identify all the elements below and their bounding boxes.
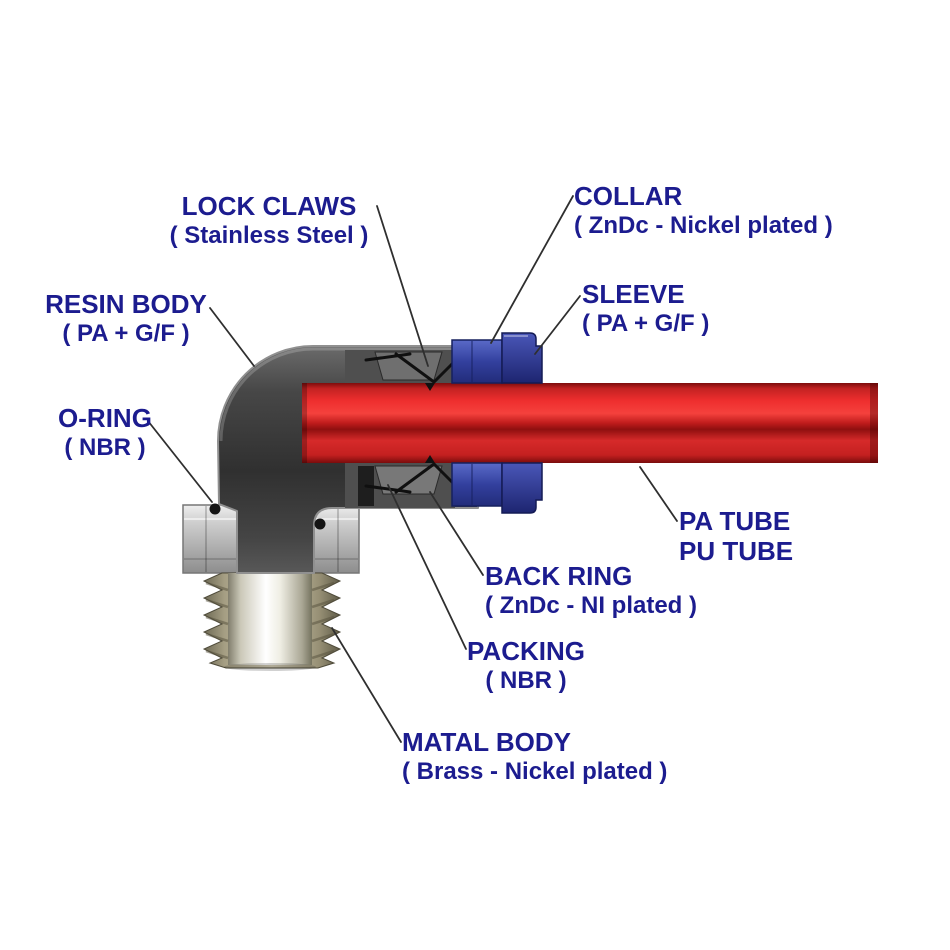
- label-o-ring-title: O-RING: [58, 403, 152, 433]
- thread-groove-lines: [205, 581, 335, 660]
- lock-claw-tips: [425, 383, 435, 463]
- label-o-ring: O-RING ( NBR ): [50, 403, 160, 463]
- label-lock-claws-subtitle: ( Stainless Steel ): [169, 222, 369, 249]
- leader-lock-claws: [376, 205, 429, 367]
- leader-packing: [387, 484, 467, 650]
- label-sleeve-subtitle: ( PA + G/F ): [582, 310, 710, 337]
- o-ring-shape: [209, 503, 326, 530]
- sleeve-shape: [501, 332, 543, 514]
- label-collar: COLLAR ( ZnDc - Nickel plated ): [574, 181, 833, 241]
- back-ring-shape: [374, 465, 443, 495]
- label-resin-body: RESIN BODY ( PA + G/F ): [36, 289, 216, 349]
- leader-collar: [490, 195, 574, 344]
- pa-tube-shape: [302, 383, 878, 463]
- label-resin-body-subtitle: ( PA + G/F ): [62, 320, 190, 347]
- label-packing: PACKING ( NBR ): [452, 636, 600, 696]
- label-back-ring: BACK RING ( ZnDc - NI plated ): [485, 561, 697, 621]
- leader-resin-body: [209, 307, 255, 367]
- leader-back-ring: [429, 491, 484, 576]
- label-pa-tube: PA TUBE PU TUBE: [679, 506, 793, 566]
- leader-o-ring: [147, 420, 213, 503]
- label-collar-title: COLLAR: [574, 181, 683, 211]
- internal-parts: [345, 350, 458, 508]
- label-packing-subtitle: ( NBR ): [485, 667, 567, 694]
- label-packing-title: PACKING: [467, 636, 585, 666]
- label-matal-body-title: MATAL BODY: [402, 727, 571, 757]
- label-lock-claws-title: LOCK CLAWS: [181, 191, 357, 221]
- leader-lines: [147, 195, 678, 743]
- label-pa-tube-title: PA TUBE: [679, 506, 791, 536]
- collar-shape: [451, 339, 503, 507]
- leader-matal-body: [331, 627, 402, 743]
- label-resin-body-title: RESIN BODY: [45, 289, 207, 319]
- label-back-ring-subtitle: ( ZnDc - NI plated ): [485, 592, 697, 619]
- label-collar-subtitle: ( ZnDc - Nickel plated ): [574, 212, 833, 239]
- label-back-ring-title: BACK RING: [485, 561, 633, 591]
- label-pu-tube-title: PU TUBE: [679, 536, 794, 566]
- label-lock-claws: LOCK CLAWS ( Stainless Steel ): [160, 191, 378, 251]
- label-matal-body-subtitle: ( Brass - Nickel plated ): [402, 758, 668, 785]
- label-sleeve: SLEEVE ( PA + G/F ): [582, 279, 709, 339]
- leader-sleeve: [534, 295, 581, 355]
- metal-body-thread-shape: [202, 572, 342, 671]
- leader-pa-tube: [639, 466, 678, 522]
- label-matal-body: MATAL BODY ( Brass - Nickel plated ): [402, 727, 667, 787]
- label-sleeve-title: SLEEVE: [582, 279, 685, 309]
- label-o-ring-subtitle: ( NBR ): [64, 434, 146, 461]
